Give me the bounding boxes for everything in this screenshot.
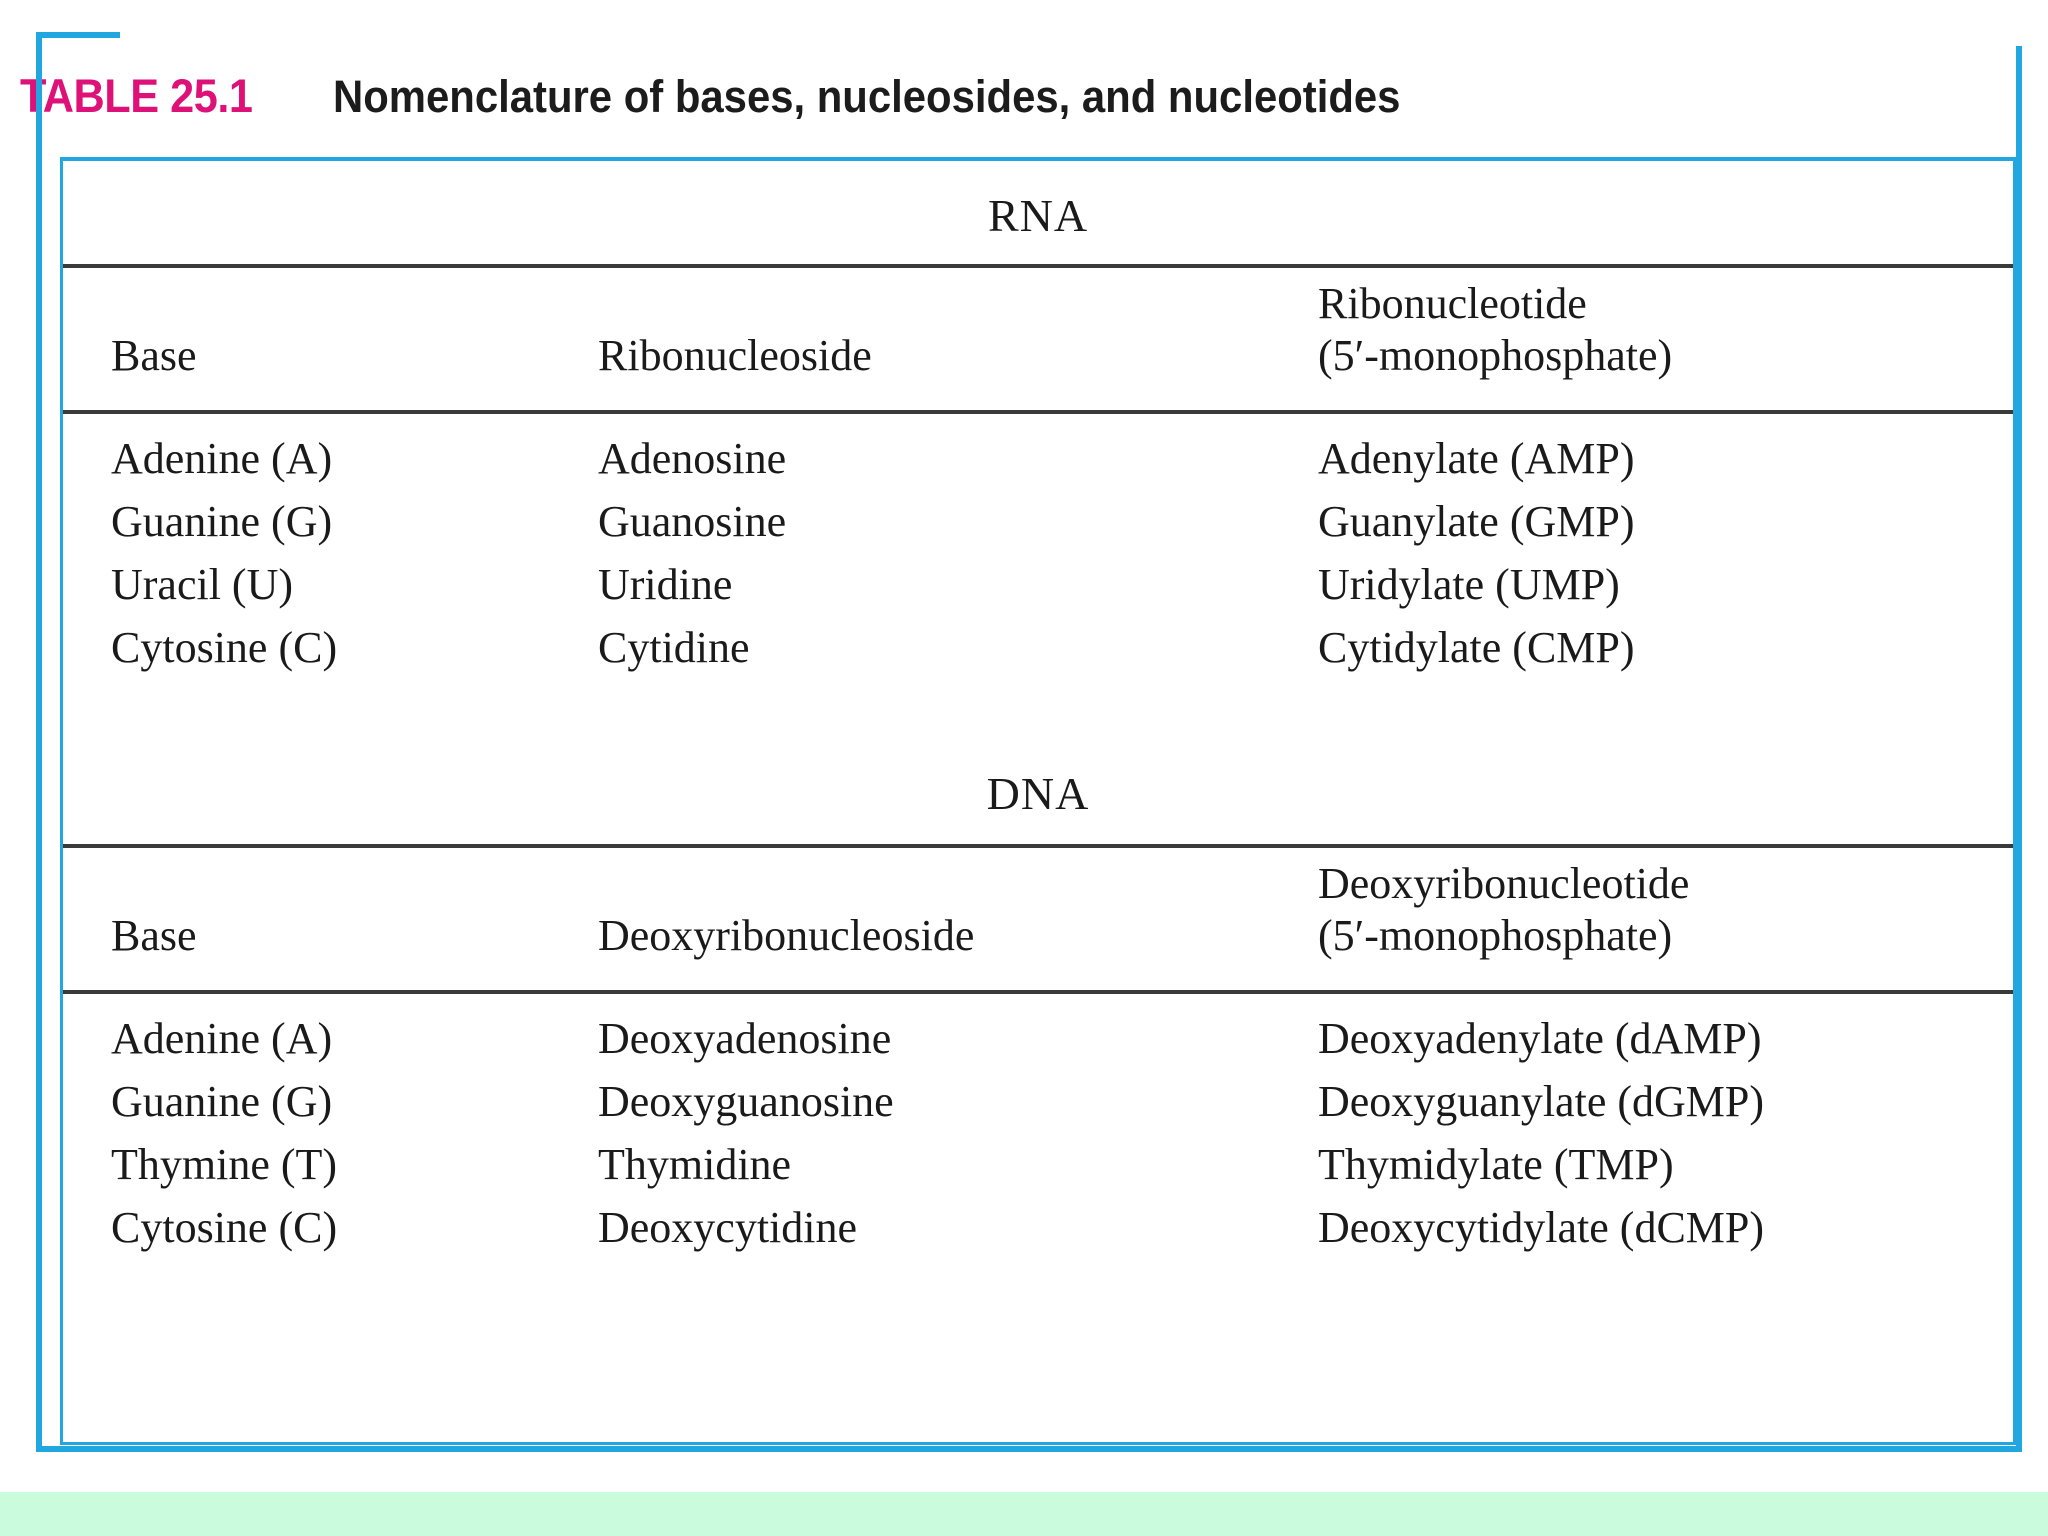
table-row: Adenine (A) Deoxyadenosine Deoxyadenylat… [63, 1008, 2013, 1071]
cell-nucleoside: Deoxycytidine [598, 1202, 858, 1252]
header-nucleotide-dna-line1: Deoxyribonucleotide [1318, 859, 1690, 909]
table-row: Uracil (U) Uridine Uridylate (UMP) [63, 554, 2013, 617]
rule-below-dna-headers [63, 990, 2013, 995]
table-row: Adenine (A) Adenosine Adenylate (AMP) [63, 428, 2013, 491]
cell-nucleoside: Cytidine [598, 622, 750, 672]
header-nucleoside-dna: Deoxyribonucleoside [598, 911, 975, 961]
table-row: Cytosine (C) Cytidine Cytidylate (CMP) [63, 617, 2013, 680]
column-headers-rna: Base Ribonucleoside Ribonucleotide (5′-m… [63, 268, 2013, 410]
rule-below-rna-headers [63, 409, 2013, 414]
header-base-dna: Base [111, 911, 197, 961]
header-nucleotide-rna-line1: Ribonucleotide [1318, 279, 1587, 328]
rule-below-rna-title [63, 264, 2013, 268]
cell-nucleotide: Adenylate (AMP) [1318, 433, 1635, 483]
cell-nucleotide: Guanylate (GMP) [1318, 496, 1635, 546]
table-row: Cytosine (C) Deoxycytidine Deoxycytidyla… [63, 1197, 2013, 1260]
cell-nucleoside: Thymidine [598, 1140, 792, 1190]
page-title: Nomenclature of bases, nucleosides, and … [332, 71, 1401, 122]
cell-base: Uracil (U) [111, 559, 294, 609]
section-header-dna: DNA [986, 768, 1090, 820]
rule-below-dna-title [63, 844, 2013, 849]
column-headers-dna: Base Deoxyribonucleoside Deoxyribonucleo… [63, 848, 2013, 990]
nomenclature-table: RNA Base Ribonucleoside Ribonucleotide (… [60, 157, 2016, 1445]
cell-base: Guanine (G) [111, 496, 333, 546]
cell-base: Cytosine (C) [111, 1202, 338, 1252]
table-body-dna: Adenine (A) Deoxyadenosine Deoxyadenylat… [63, 994, 2013, 1270]
section-header-rna: RNA [987, 190, 1089, 241]
cell-nucleotide: Deoxyadenylate (dAMP) [1318, 1014, 1762, 1064]
cell-base: Thymine (T) [111, 1140, 338, 1190]
table-row: Guanine (G) Deoxyguanosine Deoxyguanylat… [63, 1071, 2013, 1134]
header-base-rna: Base [111, 330, 197, 380]
table-number-label: TABLE 25.1 [20, 69, 253, 122]
cell-nucleoside: Guanosine [598, 496, 787, 546]
cell-nucleotide: Uridylate (UMP) [1318, 559, 1620, 609]
cell-base: Adenine (A) [111, 1014, 333, 1064]
caption-frame-gap [120, 26, 2028, 46]
cell-nucleoside: Uridine [598, 559, 733, 609]
cell-nucleotide: Cytidylate (CMP) [1318, 622, 1635, 672]
cell-nucleotide: Deoxyguanylate (dGMP) [1318, 1077, 1765, 1127]
header-nucleoside-rna: Ribonucleoside [598, 330, 872, 380]
cell-nucleotide: Thymidylate (TMP) [1318, 1140, 1674, 1190]
header-nucleotide-dna-line2: (5′-monophosphate) [1318, 911, 1673, 961]
table-body-rna: Adenine (A) Adenosine Adenylate (AMP) Gu… [63, 414, 2013, 726]
cell-nucleoside: Deoxyguanosine [598, 1077, 894, 1127]
table-row: Guanine (G) Guanosine Guanylate (GMP) [63, 491, 2013, 554]
cell-nucleoside: Deoxyadenosine [598, 1014, 892, 1064]
table-caption: TABLE 25.1 Nomenclature of bases, nucleo… [0, 68, 2000, 132]
cell-base: Adenine (A) [111, 433, 333, 483]
cell-base: Cytosine (C) [111, 622, 338, 672]
header-nucleotide-rna-line2: (5′-monophosphate) [1318, 330, 1673, 380]
cell-nucleotide: Deoxycytidylate (dCMP) [1318, 1202, 1765, 1252]
cell-base: Guanine (G) [111, 1077, 333, 1127]
footer-strip [0, 1492, 2048, 1536]
table-row: Thymine (T) Thymidine Thymidylate (TMP) [63, 1134, 2013, 1197]
cell-nucleoside: Adenosine [598, 433, 787, 483]
